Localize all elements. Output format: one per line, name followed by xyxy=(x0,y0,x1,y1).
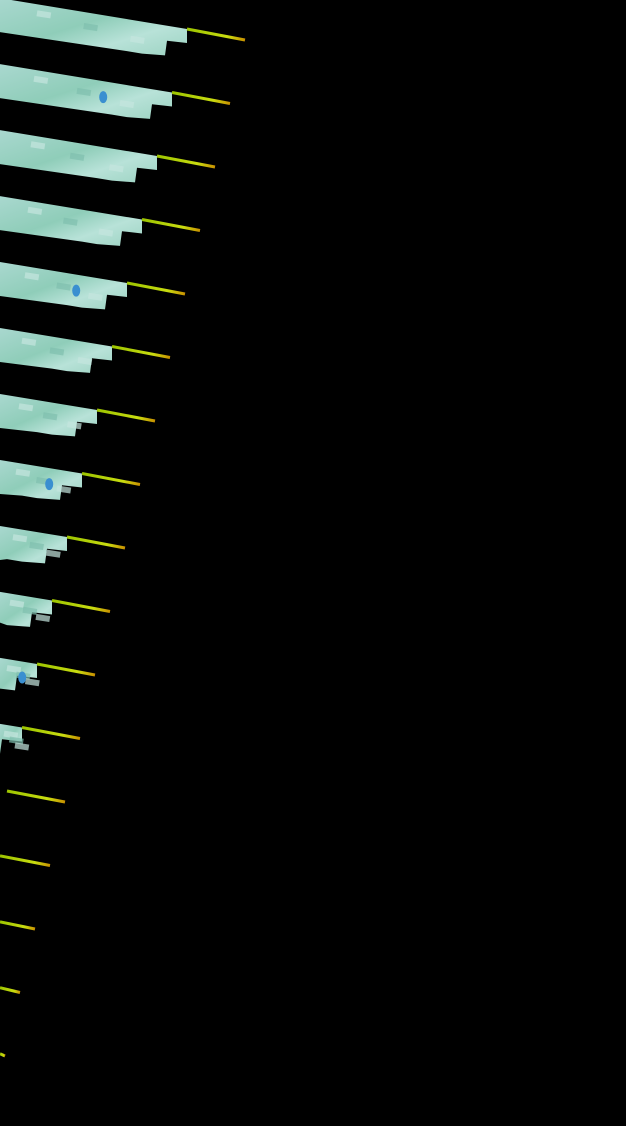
field-patch xyxy=(29,541,44,551)
swath-strip xyxy=(0,525,126,564)
field-patch xyxy=(27,206,43,215)
field-patch xyxy=(76,87,92,97)
swath-edge-line xyxy=(66,535,126,550)
water-body xyxy=(45,478,54,491)
swath-strip xyxy=(0,723,81,758)
swath-edge-line xyxy=(96,408,156,423)
swath-edge-line xyxy=(51,599,111,613)
field-patch xyxy=(3,730,19,739)
swath-edge-line xyxy=(0,854,51,867)
swath-strip xyxy=(0,130,216,183)
swath-edge-line xyxy=(0,1052,6,1058)
water-body xyxy=(99,91,108,104)
swath-strip xyxy=(0,328,171,373)
field-patch xyxy=(36,10,52,19)
field-patch xyxy=(83,23,98,32)
swath-strip xyxy=(0,854,51,867)
swath-edge-line xyxy=(0,986,21,994)
field-patch xyxy=(9,599,25,608)
field-patch xyxy=(21,337,37,346)
field-patch xyxy=(62,217,78,226)
swath-strip xyxy=(0,591,111,627)
field-patch xyxy=(69,152,85,161)
swath-strip xyxy=(0,459,141,500)
swath-edge-line xyxy=(21,726,81,740)
swath-edge-line xyxy=(156,154,216,169)
swath-strip xyxy=(6,789,66,804)
water-body xyxy=(18,671,27,684)
swath-edge-line xyxy=(6,789,66,804)
field-patch xyxy=(45,549,61,558)
swath-strip xyxy=(0,657,96,692)
swath-strip xyxy=(0,1052,6,1058)
swath-edge-line xyxy=(111,345,171,359)
field-patch xyxy=(22,606,38,615)
swath-strip xyxy=(0,262,186,310)
swath-strip xyxy=(0,0,246,56)
field-patch xyxy=(18,403,34,412)
field-patch xyxy=(33,75,49,84)
field-patch xyxy=(56,485,72,494)
swath-edge-line xyxy=(126,281,186,296)
field-patch xyxy=(24,678,40,687)
swath-edge-line xyxy=(186,27,246,42)
field-patch xyxy=(6,665,22,674)
field-patch xyxy=(24,272,40,281)
field-patch xyxy=(87,292,103,301)
field-patch xyxy=(66,421,82,430)
field-patch xyxy=(12,534,28,543)
field-patch xyxy=(108,164,124,173)
water-body xyxy=(72,284,81,297)
field-patch xyxy=(119,99,135,109)
swath-strip xyxy=(0,986,21,994)
field-patch xyxy=(129,35,145,44)
swath-edge-line xyxy=(0,920,36,931)
field-patch xyxy=(14,742,30,751)
field-patch xyxy=(35,613,51,623)
field-patch xyxy=(77,356,93,366)
field-patch xyxy=(30,141,46,150)
field-patch xyxy=(56,282,71,291)
swath-edge-line xyxy=(141,218,201,232)
swath-strip xyxy=(0,196,201,246)
field-patch xyxy=(15,468,31,477)
swath-edge-line xyxy=(81,472,141,486)
field-patch xyxy=(98,228,114,237)
field-patch xyxy=(42,412,58,421)
swath-strip xyxy=(0,393,156,437)
field-patch xyxy=(8,736,24,745)
swath-strip xyxy=(0,920,36,931)
swath-edge-line xyxy=(36,662,96,677)
swath-strip xyxy=(0,64,231,119)
field-patch xyxy=(49,347,65,356)
swath-edge-line xyxy=(171,91,231,105)
